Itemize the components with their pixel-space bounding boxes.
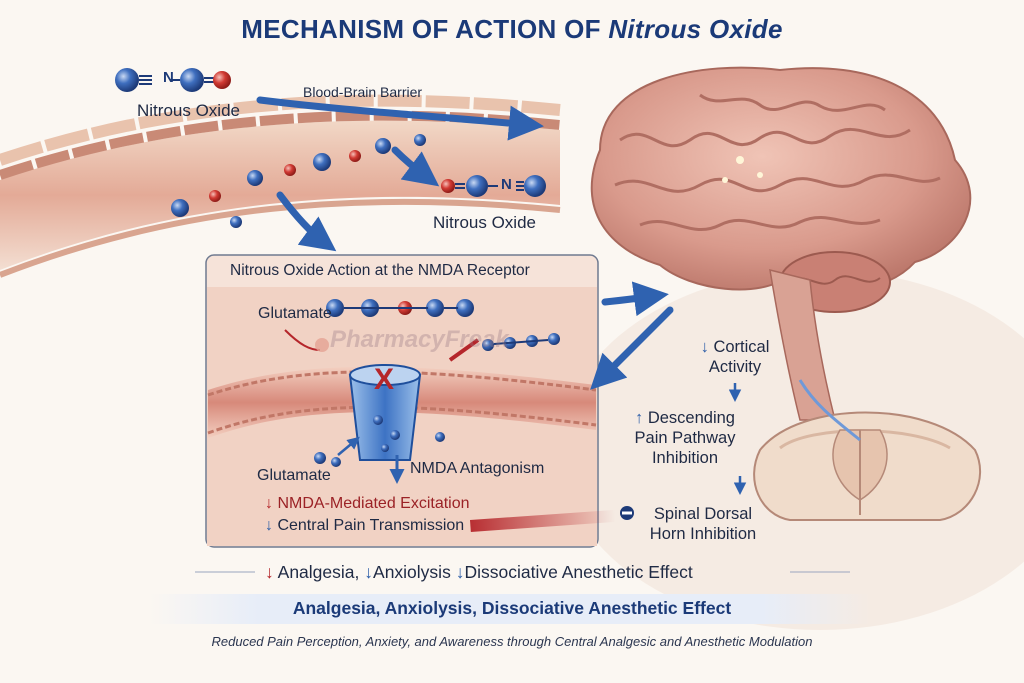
vessel-molecules [171,134,426,228]
spinal-inhibition: Spinal Dorsal Horn Inhibition [649,505,757,543]
summary-row: ↓ Analgesia, ↓Anxiolysis ↓Dissociative A… [265,562,693,582]
up-arrow-icon: ↑ [635,409,644,427]
nmda-antagonism-label: NMDA Antagonism [410,460,545,477]
cortical-activity: ↓ Cortical Activity [700,338,770,376]
panel-title: Nitrous Oxide Action at the NMDA Recepto… [230,262,530,279]
footer-caption: Reduced Pain Perception, Anxiety, and Aw… [211,634,813,649]
down-arrow-icon: ↓ [265,517,273,534]
minus-circle-icon [620,506,634,520]
bbb-label: Blood-Brain Barrier [303,84,423,100]
down-arrow-icon: ↓ [700,338,709,356]
down-arrow-icon: ↓ [265,562,274,582]
block-x-icon: X [374,363,395,396]
molecule-mid-icon [441,175,546,197]
down-arrow-icon: ↓ [265,495,273,512]
descending-inhibition: ↑ Descending Pain Pathway Inhibition [634,409,736,467]
molecule-top-icon [115,68,231,92]
glutamate-bottom-label: Glutamate [257,467,331,484]
watermark: PharmacyFreak [330,326,509,353]
page-title: MECHANISM OF ACTION OF Nitrous Oxide [241,14,783,44]
flow-arrows [256,96,674,390]
banner-text: Analgesia, Anxiolysis, Dissociative Anes… [292,598,732,618]
molecule-top-label: Nitrous Oxide [137,101,240,120]
molecule-mid-label: Nitrous Oxide [433,213,536,232]
pathway-arrows [728,383,747,495]
nmda-panel-art [207,287,616,546]
down-arrow-icon: ↓ [364,562,374,582]
molecule-mid-formula: N [501,176,512,193]
spinal-cord-section [753,379,981,521]
transmission-row: ↓ Central Pain Transmission [265,517,465,534]
molecule-top-formula: N [163,69,174,86]
banner-band [150,594,870,624]
excitation-row: ↓ NMDA-Mediated Excitation [265,495,470,512]
brain-illustration [590,66,972,421]
down-arrow-icon: ↓ [455,562,465,582]
glutamate-top-label: Glutamate [258,305,332,322]
